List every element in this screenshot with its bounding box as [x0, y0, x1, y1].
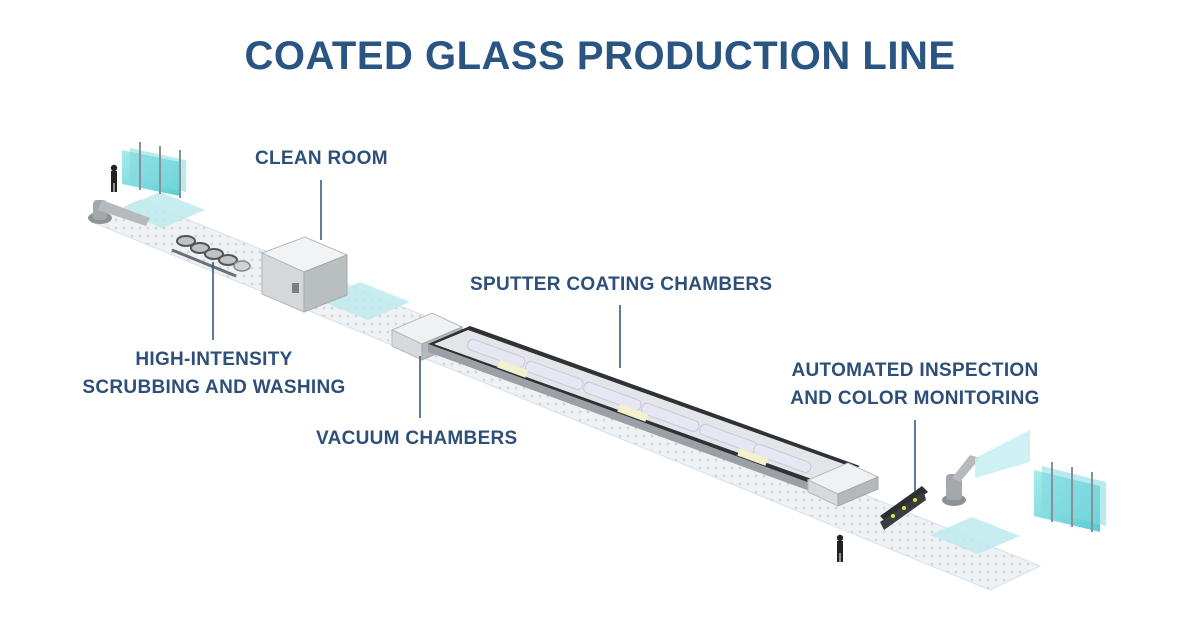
inspection-label-line2: AND COLOR MONITORING: [790, 388, 1040, 409]
glass-rack-left: [122, 142, 186, 198]
inspection-label: AUTOMATED INSPECTION AND COLOR MONITORIN…: [780, 357, 1050, 413]
washing-label-line1: HIGH-INTENSITY: [135, 349, 293, 370]
worker-figure-left: [110, 164, 118, 192]
worker-figure-right: [836, 534, 844, 562]
sputter-coating-label: SPUTTER COATING CHAMBERS: [470, 274, 773, 295]
loading-robot-arm: [88, 200, 150, 226]
glass-sheet-entry: [118, 192, 205, 228]
diagram-title: COATED GLASS PRODUCTION LINE: [244, 34, 956, 78]
unloading-robot-arm: [942, 430, 1030, 506]
washing-label-line2: SCRUBBING AND WASHING: [82, 377, 346, 398]
washing-brushes: [171, 235, 251, 278]
inspection-gantry: [880, 486, 928, 530]
washing-label: HIGH-INTENSITY SCRUBBING AND WASHING: [64, 346, 364, 402]
vacuum-chambers-label: VACUUM CHAMBERS: [316, 428, 518, 449]
inspection-label-line1: AUTOMATED INSPECTION: [791, 360, 1039, 381]
clean-room-box: [260, 236, 349, 313]
chamber-rollers: [467, 338, 812, 473]
glass-rack-right: [1034, 462, 1106, 532]
vacuum-chamber-exit: [806, 462, 880, 507]
glass-sheet-exit: [930, 517, 1020, 554]
clean-room-label: CLEAN ROOM: [255, 148, 388, 169]
